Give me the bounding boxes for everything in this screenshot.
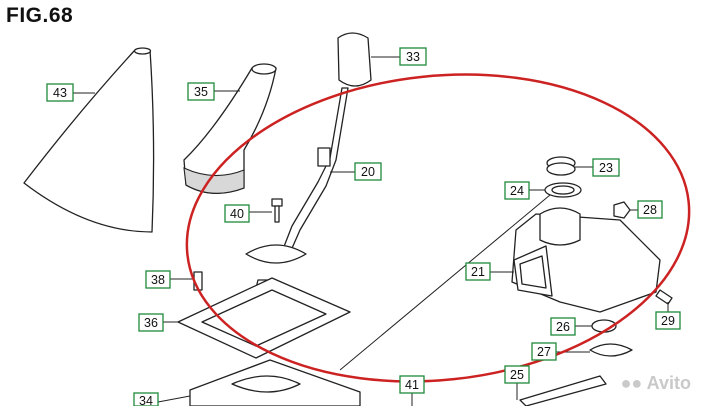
callout-36: 36 — [138, 313, 164, 332]
callout-label: 28 — [643, 203, 657, 217]
callout-26: 26 — [550, 317, 576, 336]
callout-38: 38 — [145, 270, 171, 289]
part-23-seal — [546, 156, 593, 176]
callout-label: 38 — [151, 273, 165, 287]
callout-25: 25 — [504, 365, 530, 384]
callout-label: 25 — [510, 368, 524, 382]
callout-41: 41 — [399, 375, 425, 394]
callout-label: 35 — [194, 85, 208, 99]
callout-label: 36 — [144, 316, 158, 330]
part-25-shaft — [516, 375, 607, 406]
callout-29: 29 — [655, 311, 681, 330]
part-35-rubber-boot — [183, 63, 277, 194]
part-26-bushing — [575, 319, 617, 333]
callout-27: 27 — [531, 342, 557, 361]
callout-label: 41 — [405, 378, 419, 392]
avito-logo-icon: ●● — [620, 373, 643, 393]
callout-35: 35 — [187, 82, 215, 101]
callout-20: 20 — [354, 162, 382, 181]
callout-label: 24 — [510, 184, 524, 198]
part-21-shift-case — [490, 207, 661, 313]
callout-23: 23 — [592, 158, 620, 177]
callout-label: 23 — [599, 161, 613, 175]
part-43-boot-cone — [23, 47, 155, 233]
callout-21: 21 — [465, 262, 491, 281]
callout-label: 43 — [53, 86, 67, 100]
callout-34: 34 — [133, 392, 159, 406]
callout-label: 20 — [361, 165, 375, 179]
callout-33: 33 — [399, 47, 427, 66]
callout-label: 29 — [661, 314, 675, 328]
callout-28: 28 — [637, 200, 663, 219]
part-24-seal — [528, 182, 582, 198]
callout-label: 40 — [230, 207, 244, 221]
callout-24: 24 — [504, 181, 530, 200]
part-41-reference-line — [339, 189, 557, 406]
part-33-shift-knob — [337, 32, 400, 87]
highlight-ellipse — [185, 73, 691, 383]
watermark-text: Avito — [646, 373, 691, 393]
avito-watermark: ●● Avito — [621, 373, 691, 394]
callout-40: 40 — [224, 204, 250, 223]
part-34-housing — [157, 359, 361, 406]
figure-title: FIG.68 — [6, 4, 74, 27]
callout-label: 21 — [471, 265, 485, 279]
callout-43: 43 — [46, 83, 74, 102]
part-36-gasket — [163, 277, 351, 359]
callout-label: 27 — [537, 345, 551, 359]
part-27-bracket — [556, 343, 633, 357]
callout-label: 33 — [406, 50, 420, 64]
callout-label: 26 — [556, 320, 570, 334]
part-29-bolt — [655, 289, 673, 312]
callout-label: 34 — [139, 394, 153, 406]
part-40-bolt — [247, 198, 283, 223]
part-28-nut — [613, 201, 638, 219]
